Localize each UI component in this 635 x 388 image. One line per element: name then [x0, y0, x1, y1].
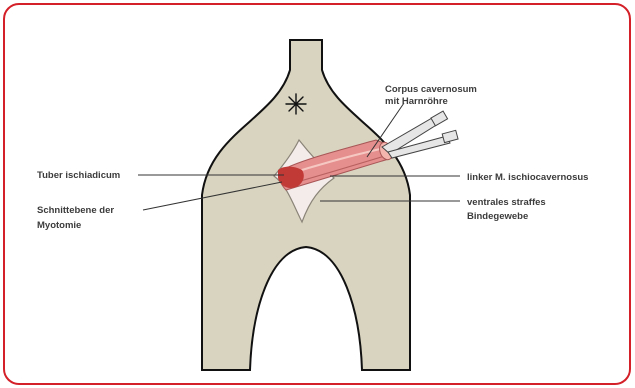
- label-corpus-cavernosum: Corpus cavernosum mit Harnröhre: [385, 84, 480, 107]
- label-ischiocavernosus: linker M. ischiocavernosus: [467, 172, 588, 183]
- label-schnittebene: Schnittebene der Myotomie: [37, 205, 117, 231]
- label-tuber-ischiadicum: Tuber ischiadicum: [37, 170, 120, 181]
- asterisk-star-icon: [286, 94, 306, 114]
- label-ventrales-bindegewebe: ventrales straffes Bindegewebe: [467, 197, 548, 222]
